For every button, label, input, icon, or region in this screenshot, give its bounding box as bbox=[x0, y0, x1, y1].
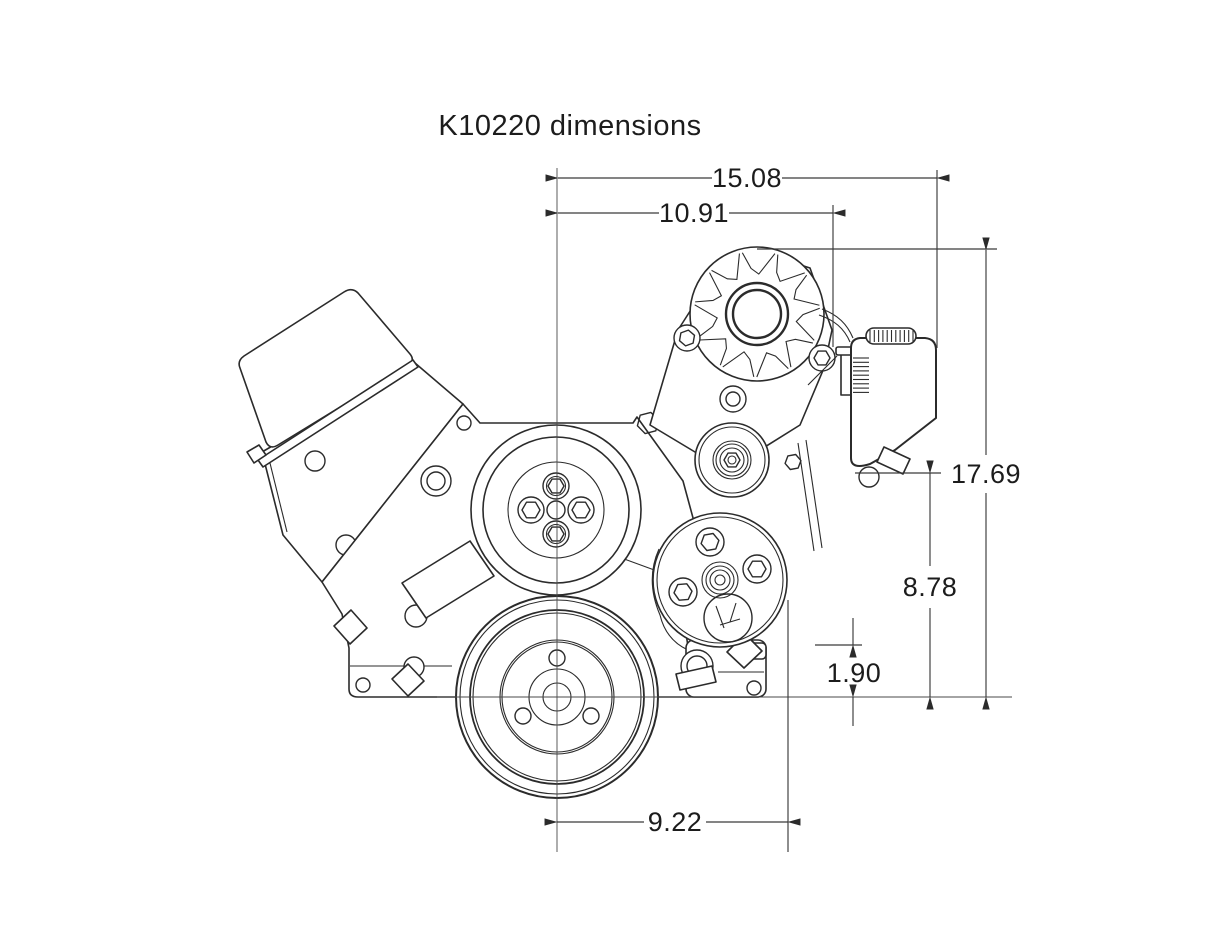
dimension-pump-side-width: 9.22 bbox=[544, 600, 801, 852]
dimension-pump-center-height: 8.78 bbox=[855, 460, 958, 710]
dimension-value-bracket-foot-height: 1.90 bbox=[827, 658, 882, 688]
dimension-overall-width: 15.08 bbox=[545, 163, 950, 348]
reservoir-spout bbox=[876, 446, 911, 475]
mount-boss bbox=[401, 540, 495, 619]
dimension-value-pump-side-width: 9.22 bbox=[648, 807, 703, 837]
dimension-bracket-foot-height: 1.90 bbox=[815, 618, 881, 726]
reservoir-tank bbox=[850, 337, 937, 467]
alternator-fan bbox=[689, 246, 825, 382]
power-steering-pump-pulley bbox=[652, 512, 788, 648]
reservoir-cap-ribs bbox=[869, 330, 914, 342]
dimension-overall-height: 17.69 bbox=[757, 237, 1021, 710]
valve-cover bbox=[238, 288, 419, 468]
drawing-title: K10220 dimensions bbox=[438, 110, 701, 142]
centerlines bbox=[437, 168, 1012, 852]
dimension-value-reservoir-clamp-offset: 10.91 bbox=[659, 198, 729, 228]
water-pump-pulley bbox=[470, 424, 642, 596]
alternator bbox=[649, 246, 836, 456]
valve-cover-rail bbox=[257, 359, 419, 468]
dimension-value-overall-height: 17.69 bbox=[951, 459, 1021, 489]
dimension-reservoir-clamp-offset: 10.91 bbox=[545, 198, 846, 347]
mount-tab-lower bbox=[391, 663, 425, 697]
valve-cover-rail-end bbox=[246, 444, 267, 464]
reservoir-fins bbox=[853, 357, 869, 393]
dimension-value-pump-center-height: 8.78 bbox=[903, 572, 958, 602]
mount-tab-upper bbox=[333, 609, 368, 645]
power-steering-pump-body bbox=[596, 548, 767, 698]
dimension-value-overall-width: 15.08 bbox=[712, 163, 782, 193]
pump-pad bbox=[675, 665, 717, 691]
reservoir bbox=[818, 308, 937, 488]
fan-blades bbox=[694, 252, 820, 378]
idler-pulley bbox=[694, 385, 802, 498]
